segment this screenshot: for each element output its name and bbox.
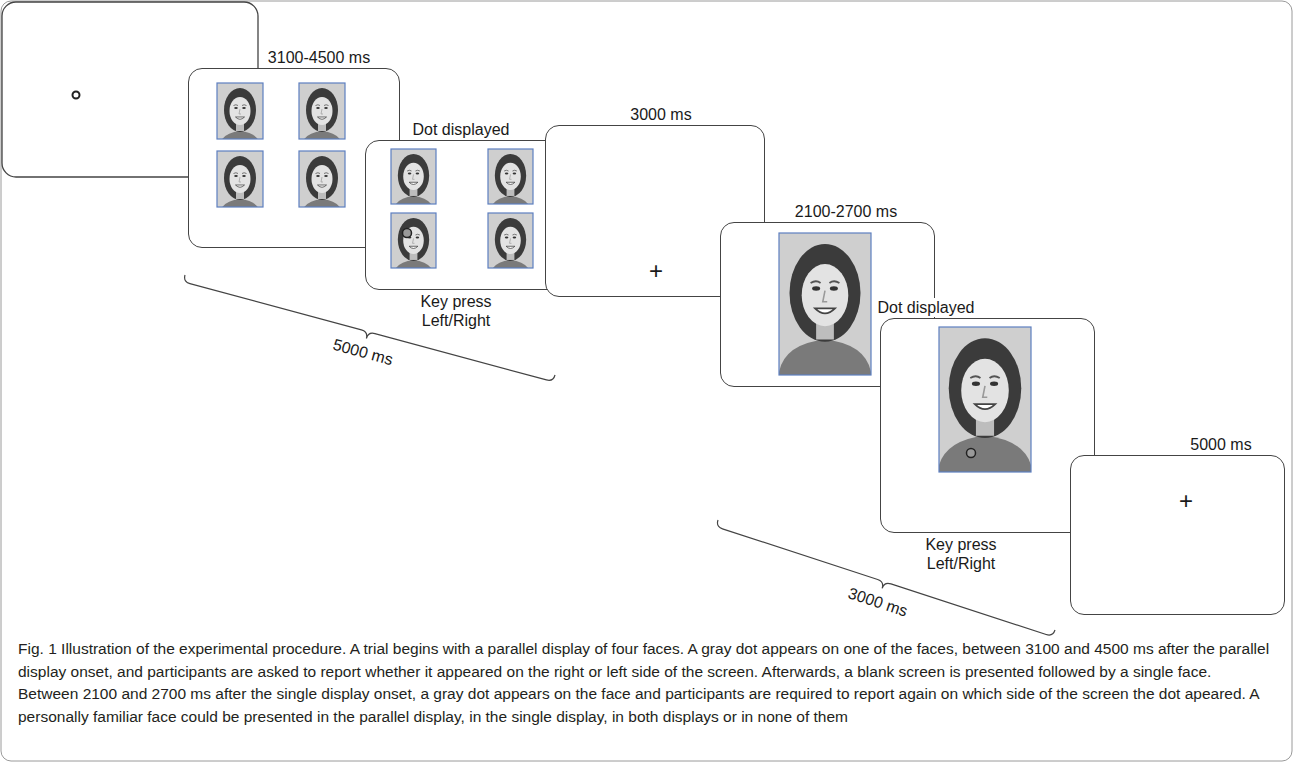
- timing-label: 2100-2700 ms: [793, 202, 899, 221]
- fixation-dot: [73, 92, 80, 99]
- text-slot: 3000 ms: [628, 105, 693, 124]
- face-photo: [933, 327, 1037, 472]
- timing-label: 3100-4500 ms: [266, 48, 372, 67]
- text-slot: 5000 ms: [329, 334, 397, 369]
- text-slot: 3100-4500 ms: [266, 48, 372, 67]
- duration-brace: [181, 275, 555, 388]
- probe-dot: [967, 449, 976, 458]
- caption-slot: Fig. 1 Illustration of the experimental …: [18, 638, 1275, 728]
- face-photo: [488, 213, 533, 276]
- timing-label: Dot displayed: [411, 120, 512, 139]
- display-screen: Dot displayedKey press Left/Right: [880, 318, 1095, 533]
- timing-label: 5000 ms: [1188, 435, 1253, 454]
- response-note: Key press Left/Right: [914, 535, 1008, 573]
- duration-label: 3000 ms: [844, 583, 912, 621]
- text-slot: Key press Left/Right: [914, 535, 1008, 573]
- text-slot: Dot displayed: [411, 120, 512, 139]
- face-photo: [217, 83, 263, 147]
- face-photo: [774, 233, 876, 375]
- text-slot: 2100-2700 ms: [793, 202, 899, 221]
- display-screen: 5000 ms+: [1070, 455, 1285, 615]
- fixation-cross: +: [647, 259, 665, 283]
- duration-label: 5000 ms: [329, 334, 397, 369]
- timing-label: 3000 ms: [628, 105, 693, 124]
- text-slot: Dot displayed: [876, 298, 977, 317]
- timing-label: Dot displayed: [876, 298, 977, 317]
- text-slot: +: [647, 259, 665, 283]
- face-photo: [488, 149, 533, 212]
- fixation-cross: +: [1177, 489, 1195, 513]
- face-photo: [299, 151, 345, 215]
- single-face: [881, 319, 1094, 532]
- face-photo: [217, 151, 263, 215]
- probe-dot: [403, 229, 412, 238]
- text-slot: Key press Left/Right: [409, 292, 503, 330]
- face-photo: [391, 213, 436, 276]
- face-photo: [299, 83, 345, 147]
- text-slot: 5000 ms: [1188, 435, 1253, 454]
- text-slot: 3000 ms: [844, 583, 912, 621]
- response-note: Key press Left/Right: [409, 292, 503, 330]
- duration-brace: [714, 520, 1055, 643]
- face-photo: [391, 149, 436, 212]
- text-slot: +: [1177, 489, 1195, 513]
- figure-caption: Fig. 1 Illustration of the experimental …: [18, 638, 1275, 728]
